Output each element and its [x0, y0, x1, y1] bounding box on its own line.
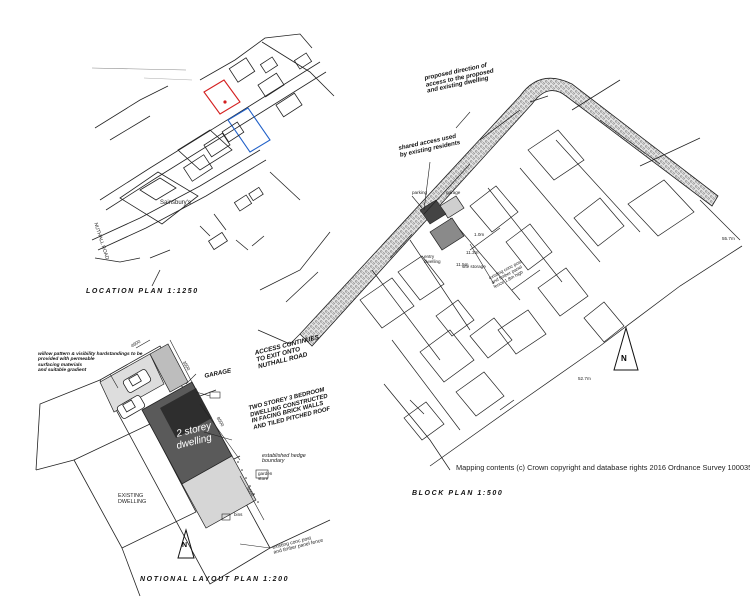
- location-plan-caption: LOCATION PLAN 1:1250: [86, 288, 199, 295]
- block-plan-dim-3: 11.5m: [456, 262, 469, 267]
- block-plan-copyright: Mapping contents (c) Crown copyright and…: [456, 463, 750, 472]
- block-plan-north-label: N: [621, 354, 627, 363]
- block-plan-map: [257, 77, 743, 471]
- block-plan-north-arrow: [613, 326, 639, 371]
- notional-plan-existing-label: EXISTING DWELLING: [118, 493, 147, 505]
- location-plan-header-text: [91, 67, 187, 71]
- notional-garden: [181, 455, 257, 529]
- notional-plan-caption: NOTIONAL LAYOUT PLAN 1:200: [140, 576, 290, 583]
- location-plan-store-label: Sainsbury's: [160, 200, 191, 206]
- notional-plan-store-label: garden store: [258, 471, 273, 481]
- block-plan-caption: BLOCK PLAN 1:500: [412, 490, 504, 497]
- notional-north-arrow: [177, 528, 195, 559]
- notional-plan-hedge-label: established hedge boundary: [262, 453, 306, 465]
- block-plan-parking-label: parking: [412, 190, 428, 195]
- location-plan-map: [91, 33, 335, 287]
- notional-layout-plan: [35, 339, 331, 597]
- block-plan-garage-label: garage: [446, 190, 461, 195]
- block-plan-spot-level-2: 52.7m: [578, 376, 591, 381]
- block-plan-dim-1: 1.0m: [474, 232, 485, 237]
- block-plan-proposed-dwelling: [429, 217, 465, 251]
- block-plan-spot-level-1: 55.7m: [722, 236, 735, 241]
- gravel-access-track: [299, 77, 719, 347]
- block-plan-entry-label: entry dwelling: [424, 254, 441, 264]
- notional-plan-north-label: N: [182, 542, 188, 549]
- notional-plan-bins-label: bins: [234, 512, 243, 517]
- block-plan-site-storage-label: site storage: [462, 264, 486, 269]
- notional-plan-parking-note: willow pattern & visibility hardstanding…: [38, 352, 143, 374]
- block-plan-dim-2: 11.3m: [466, 250, 479, 255]
